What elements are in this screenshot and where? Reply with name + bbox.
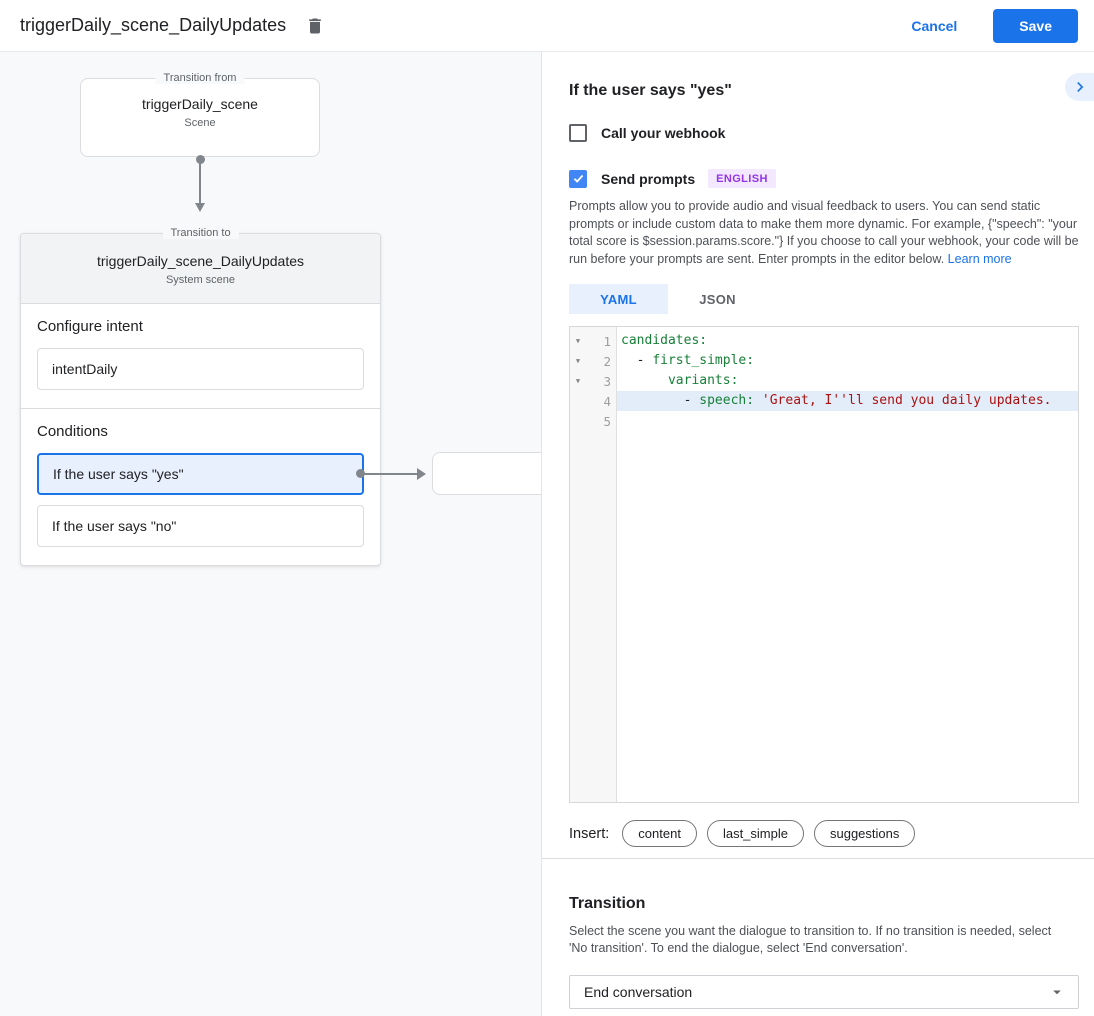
delete-icon[interactable] [304,15,326,37]
arrow-down-icon [195,203,205,212]
conditions-label: Conditions [37,423,108,440]
call-webhook-checkbox[interactable] [569,124,587,142]
to-scene-header: triggerDaily_scene_DailyUpdates System s… [21,234,380,304]
tab-yaml[interactable]: YAML [569,284,668,314]
panel-title: If the user says "yes" [569,82,732,99]
condition-label: If the user says "yes" [53,466,184,482]
top-bar: triggerDaily_scene_DailyUpdates Cancel S… [0,0,1094,52]
transition-from-node[interactable]: Transition from triggerDaily_scene Scene [80,72,320,157]
to-scene-name: triggerDaily_scene_DailyUpdates [97,253,304,269]
fold-toggle-icon[interactable]: ▼ [575,377,581,385]
arrow-right-icon [417,468,426,480]
learn-more-link[interactable]: Learn more [947,251,1012,266]
transition-to-card: Transition to triggerDaily_scene_DailyUp… [20,227,381,566]
code-line: variants: [667,373,739,388]
line-number: 5 [603,413,611,429]
section-divider [542,858,1094,859]
line-number: 3 [603,373,611,389]
language-badge: ENGLISH [708,169,776,188]
send-prompts-label: Send prompts [601,170,696,187]
webhook-row: Call your webhook [569,124,1078,142]
transition-target-node[interactable] [432,452,541,495]
checkmark-icon [573,174,583,183]
send-prompts-checkbox[interactable] [569,169,587,188]
code-line: candidates: [621,333,708,348]
code-line-active: - speech: 'Great, I''ll send you daily u… [617,391,1078,411]
cancel-button[interactable]: Cancel [901,10,967,42]
insert-label: Insert: [569,825,610,842]
condition-detail-panel: If the user says "yes" Call your webhook… [541,52,1094,1016]
transition-description: Select the scene you want the dialogue t… [569,924,1052,955]
condition-item-yes[interactable]: If the user says "yes" [37,453,364,495]
line-number: 2 [603,353,611,369]
condition-label: If the user says "no" [52,518,177,534]
transition-to-legend: Transition to [162,227,239,239]
insert-last-simple-chip[interactable]: last_simple [706,820,804,847]
scene-diagram-canvas: Transition from triggerDaily_scene Scene… [0,52,541,1016]
condition-item-no[interactable]: If the user says "no" [37,505,364,547]
configure-intent-section: Configure intent intentDaily [21,304,380,408]
collapse-panel-button[interactable] [1065,73,1094,101]
conditions-section: Conditions If the user says "yes" If the… [21,408,380,565]
code-line [617,411,1078,431]
save-button[interactable]: Save [993,8,1078,43]
insert-suggestions-chip[interactable]: suggestions [813,820,916,847]
from-scene-type: Scene [184,117,216,129]
editor-code-area[interactable]: candidates: - first_simple: variants: - … [617,327,1078,802]
transition-selected-value: End conversation [584,984,693,1000]
transition-from-legend: Transition from [155,72,245,84]
insert-content-chip[interactable]: content [622,820,697,847]
call-webhook-label: Call your webhook [601,125,726,141]
transition-title: Transition [569,895,646,912]
page-title: triggerDaily_scene_DailyUpdates [20,15,287,35]
insert-row: Insert: content last_simple suggestions [569,820,1078,847]
intent-value: intentDaily [52,361,118,377]
tab-json[interactable]: JSON [699,291,736,307]
condition-connector-dot [356,469,365,478]
send-prompts-row: Send prompts ENGLISH [569,169,1078,188]
line-number: 1 [603,333,611,349]
connector-line-vertical [199,159,201,205]
intent-input[interactable]: intentDaily [37,348,364,390]
editor-gutter: ▼ 1 ▼ 2 ▼ 3 4 5 [570,327,617,802]
connector-line-horizontal [364,473,419,475]
to-scene-type: System scene [165,274,236,286]
transition-select[interactable]: End conversation [569,975,1079,1009]
dropdown-arrow-icon [1053,990,1061,995]
configure-intent-label: Configure intent [37,318,143,335]
prompt-editor[interactable]: ▼ 1 ▼ 2 ▼ 3 4 5 candidates: - first_simple:… [569,326,1079,803]
code-line: - first_simple: [621,353,755,368]
fold-toggle-icon[interactable]: ▼ [575,357,581,365]
fold-toggle-icon[interactable]: ▼ [575,337,581,345]
chevron-right-icon [1076,82,1083,92]
editor-format-tabs: YAML JSON [569,284,1078,314]
prompts-description: Prompts allow you to provide audio and v… [569,199,1079,266]
line-number: 4 [603,393,611,409]
from-scene-name: triggerDaily_scene [142,96,258,112]
